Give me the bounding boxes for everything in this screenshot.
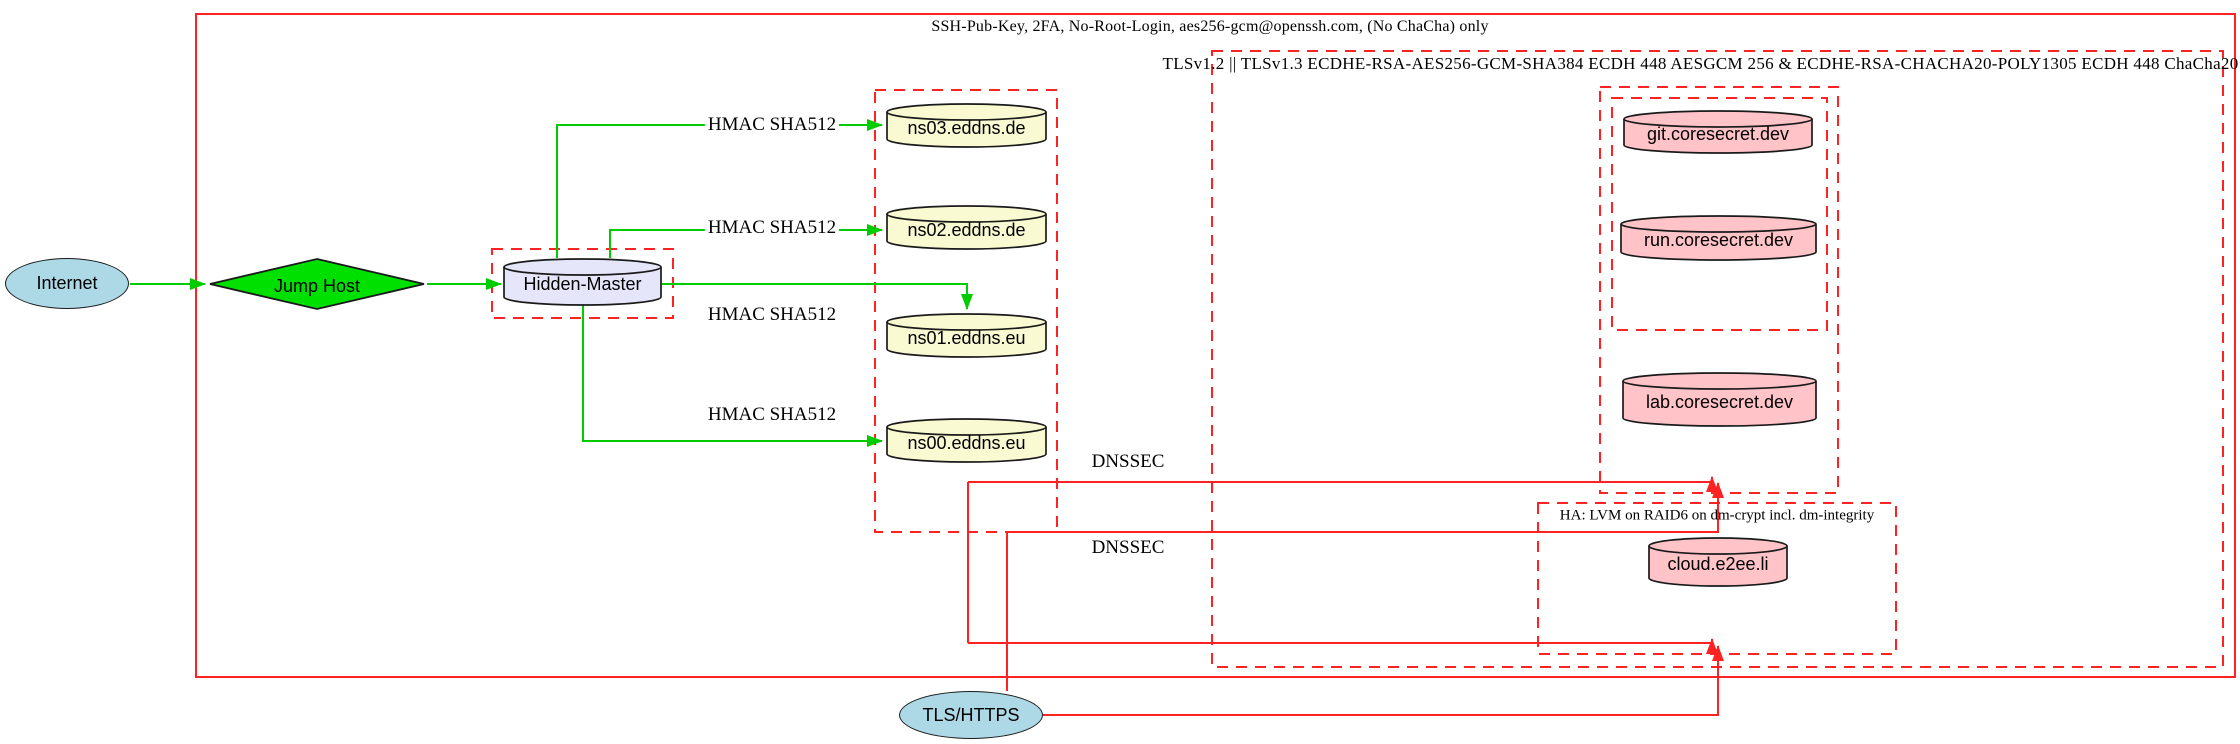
node-ns00-label: ns00.eddns.eu: [907, 432, 1026, 453]
edge-hiddenmaster-ns01: [662, 283, 973, 310]
node-hidden-master: Hidden-Master: [503, 258, 662, 306]
cylinder-shape: [1622, 372, 1817, 427]
edge-label-hmac-ns03: HMAC SHA512: [704, 114, 840, 136]
cluster-core-inner-border: [1611, 97, 1828, 331]
node-hidden-master-label: Hidden-Master: [523, 274, 642, 294]
cylinder-shape: [503, 258, 662, 306]
node-ns02: ns02.eddns.de: [886, 205, 1047, 250]
cylinder-shape: [886, 205, 1047, 250]
node-ns03: ns03.eddns.de: [886, 103, 1047, 148]
node-run: run.coresecret.dev: [1620, 215, 1817, 261]
node-cloud: cloud.e2ee.li: [1648, 537, 1788, 587]
cylinder-shape: [1620, 215, 1817, 261]
node-lab: lab.coresecret.dev: [1622, 372, 1817, 427]
node-cloud-label: cloud.e2ee.li: [1667, 554, 1769, 574]
node-jump-host-label: Jump Host: [273, 276, 361, 296]
node-ns01: ns01.eddns.eu: [886, 313, 1047, 358]
node-ns00: ns00.eddns.eu: [886, 418, 1047, 463]
edge-label-dnssec-upper: DNSSEC: [1088, 451, 1168, 473]
node-git-label: git.coresecret.dev: [1646, 124, 1790, 144]
node-tls-https: TLS/HTTPS: [899, 691, 1043, 739]
edge-label-hmac-ns02: HMAC SHA512: [704, 217, 840, 239]
edge-dnssec-to-ha-cluster: [968, 638, 1718, 654]
edge-tlshttps-to-ha-cluster: [1043, 645, 1724, 716]
edge-tlshttps-to-core-cluster: [1006, 482, 1724, 691]
node-ns01-label: ns01.eddns.eu: [907, 327, 1026, 348]
edge-label-dnssec-lower: DNSSEC: [1088, 537, 1168, 559]
node-ns02-label: ns02.eddns.de: [907, 219, 1026, 240]
cluster-tls-label: TLSv1.2 || TLSv1.3 ECDHE-RSA-AES256-GCM-…: [1162, 54, 2240, 73]
edge-label-hmac-ns01: HMAC SHA512: [704, 304, 840, 326]
cylinder-shape: [886, 313, 1047, 358]
edge-label-hmac-ns00: HMAC SHA512: [704, 404, 840, 426]
node-tls-https-label: TLS/HTTPS: [922, 704, 1020, 725]
edge-hiddenmaster-ns00: [582, 305, 883, 447]
cylinder-shape: [886, 103, 1047, 148]
cluster-dns-servers-border: [874, 89, 1058, 533]
node-jump-host: Jump Host: [209, 258, 425, 310]
cylinder-shape: [1623, 110, 1813, 154]
node-internet-label: Internet: [36, 273, 98, 293]
node-internet: Internet: [5, 258, 129, 309]
cylinder-shape: [886, 418, 1047, 463]
cylinder-shape: [1648, 537, 1788, 587]
cluster-ssh-label: SSH-Pub-Key, 2FA, No-Root-Login, aes256-…: [931, 18, 1489, 35]
node-run-label: run.coresecret.dev: [1643, 230, 1794, 250]
diamond-shape: [209, 258, 425, 310]
node-ns03-label: ns03.eddns.de: [907, 117, 1026, 138]
node-lab-label: lab.coresecret.dev: [1645, 391, 1794, 412]
cluster-ha-label: HA: LVM on RAID6 on dm-crypt incl. dm-in…: [1559, 507, 1875, 524]
node-git: git.coresecret.dev: [1623, 110, 1813, 154]
cluster-ssh-border: [195, 13, 2236, 678]
